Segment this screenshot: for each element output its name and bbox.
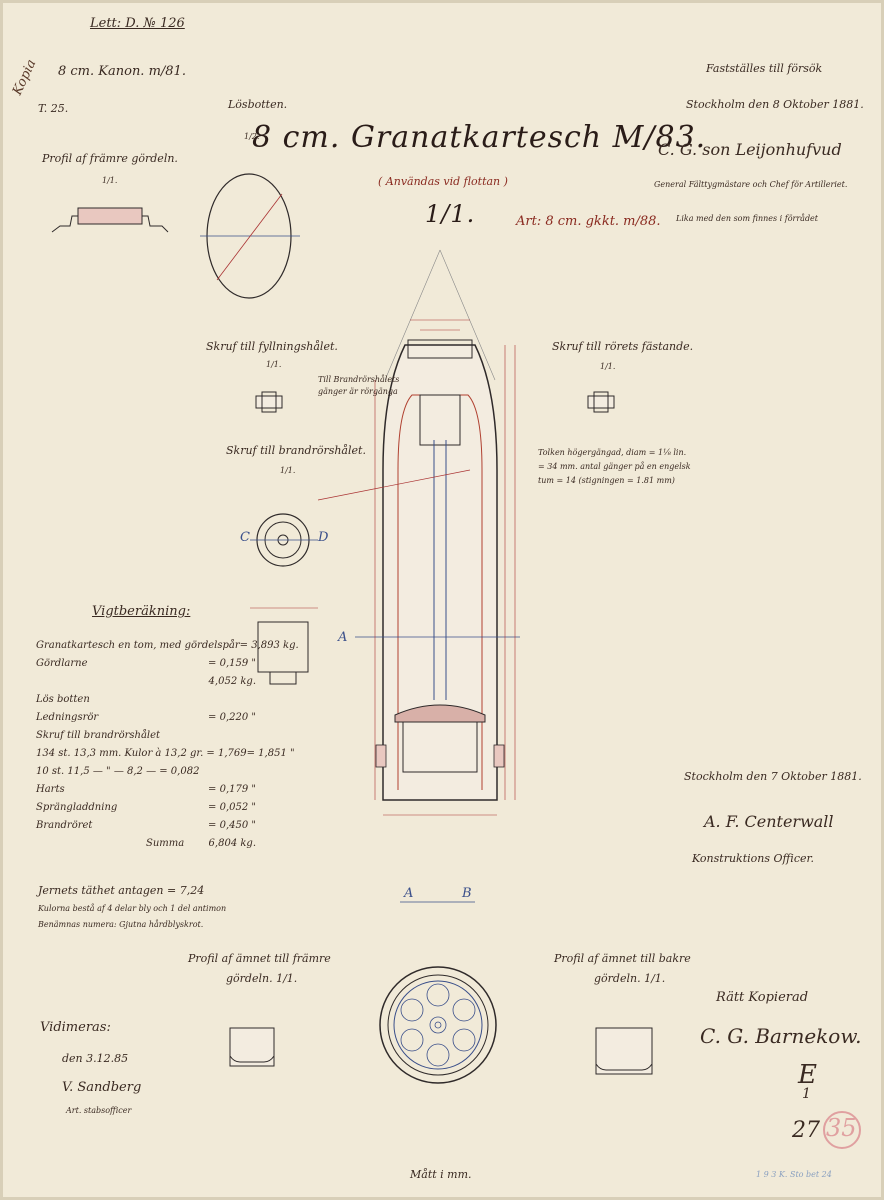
vidimeras-label: Vidimeras: [40,1020,111,1035]
section-label-c: C [240,530,250,545]
lose-bottom-scale: 1/2. [244,132,260,141]
archive-letter: E [798,1060,817,1090]
archive-number-2: 27 [792,1118,820,1143]
approval-line-3: General Fälttygmästare och Chef för Arti… [654,180,848,189]
weights-row: Granatkartesch en tom, med gördelspår= 3… [36,640,299,651]
lose-bottom-view [200,173,300,299]
vidimeras-date: den 3.12.85 [62,1052,129,1065]
copy-verified: Rätt Kopierad [716,990,809,1005]
filling-screw-label: Skruf till fyllningshålet. [206,340,338,353]
officer-signature: A. F. Centerwall [704,812,834,831]
tube-screw-label: Skruf till rörets fästande. [552,340,694,353]
front-band-blank [229,1027,275,1067]
front-band-profile [51,207,169,233]
weights-row: Skruf till brandrörshålet [36,730,161,741]
fuze-screw-view [250,513,318,685]
weights-row: Gördlarne= 0,159 " [36,658,256,669]
cross-section-label-a: A [404,886,414,901]
units-note: Mått i mm. [410,1168,472,1181]
iron-density-note: Jernets täthet antagen = 7,24 [38,884,205,897]
tube-screw [587,391,615,413]
weights-row: 134 st. 13,3 mm. Kulor à 13,2 gr. = 1,76… [36,748,295,759]
approval-line-4: Lika med den som finnes i förrådet [676,214,819,223]
officer-date: Stockholm den 7 Oktober 1881. [684,770,862,783]
ball-composition-note: Kulorna bestå af 4 delar bly och 1 del a… [38,904,227,913]
officer-title: Konstruktions Officer. [692,852,815,865]
copy-signature: C. G. Barnekow. [700,1024,862,1048]
approval-line-2: Stockholm den 8 Oktober 1881. [686,98,864,111]
weights-table: Granatkartesch en tom, med gördelspår= 3… [36,640,299,856]
section-label-a: A [338,630,348,645]
weights-row: Harts= 0,179 " [36,784,256,795]
rear-blank-label: Profil af ämnet till bakre [554,952,691,965]
fuze-hole-note-1: Till Brandrörshålets [318,375,400,384]
library-stamp: 1 9 3 K. Sto bet 24 [756,1170,832,1179]
drawing-scale: 1/1. [425,200,476,228]
sheet-number: T. 25. [38,102,69,115]
front-band-profile-scale: 1/1. [102,176,118,185]
weights-row: Sprängladdning= 0,052 " [36,802,256,813]
approval-signature: C. G. son Leijonhufvud [658,140,842,159]
shell-section-drawing [317,249,520,816]
title-subtitle: ( Användas vid flottan ) [378,175,508,188]
vidimeras-title: Art. stabsofficer [66,1106,132,1115]
weights-row: Ledningsrör= 0,220 " [36,712,256,723]
section-label-d: D [318,530,329,545]
fuze-hole-note-2: gänger är rörgänga [318,387,398,396]
red-stamp [823,1111,861,1149]
reference-number: Lett: D. № 126 [90,16,185,31]
weights-row: Lös botten [36,694,90,705]
tube-screw-scale: 1/1. [600,362,616,371]
front-blank-label: Profil af ämnet till främre [188,952,331,965]
cross-section-label-b: B [462,886,472,901]
front-blank-label-2: gördeln. 1/1. [226,972,298,985]
lose-bottom-label: Lösbotten. [228,98,288,111]
shell-cross-section [379,901,497,1084]
rear-blank-label-2: gördeln. 1/1. [594,972,666,985]
filling-screw [255,391,283,413]
rear-band-blank [595,1027,653,1075]
fuze-screw-label: Skruf till brandrörshålet. [226,444,366,457]
vidimeras-signature: V. Sandberg [62,1080,142,1095]
weights-row: Brandröret= 0,450 " [36,820,256,831]
ball-name-note: Benämnas numera: Gjutna hårdblyskrot. [38,920,204,929]
drawing-title: 8 cm. Granatkartesch M/83. [252,120,707,155]
archive-number-1: 1 [802,1086,811,1102]
red-stamp-number: 35 [826,1114,857,1142]
gun-designation: 8 cm. Kanon. m/81. [58,64,186,79]
weights-heading: Vigtberäkning: [92,604,191,619]
thread-note-3: tum = 14 (stigningen = 1.81 mm) [538,476,675,485]
weights-row: 4,052 kg. [208,676,256,687]
fuze-screw-scale: 1/1. [280,466,296,475]
filling-screw-scale: 1/1. [266,360,282,369]
article-note: Art: 8 cm. gkkt. m/88. [516,214,661,229]
thread-note-1: Tolken högergängad, diam = 1⅛ lin. [538,448,687,457]
approval-line-1: Fastställes till försök [706,62,823,75]
thread-note-2: = 34 mm. antal gänger på en engelsk [538,462,691,471]
front-band-profile-label: Profil af främre gördeln. [42,152,178,165]
weights-row: 10 st. 11,5 — " — 8,2 — = 0,082 [36,766,200,777]
